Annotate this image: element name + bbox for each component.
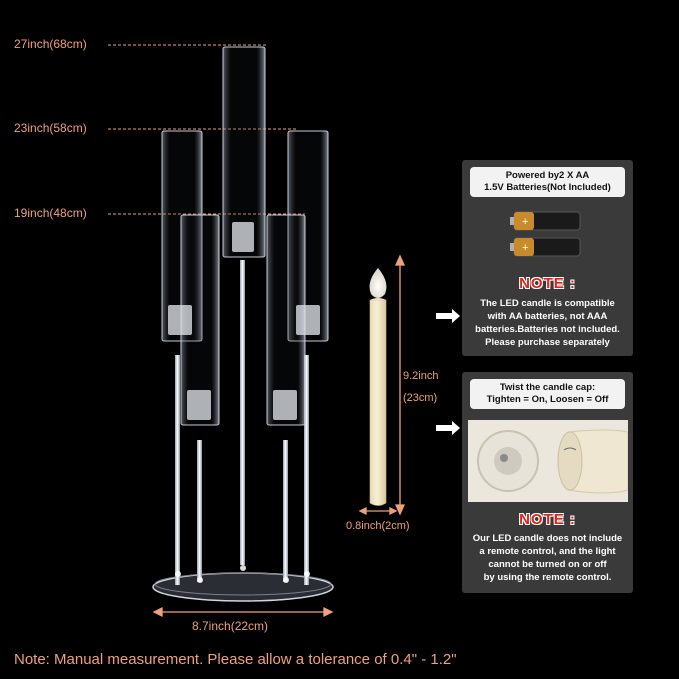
glass-holders (161, 46, 329, 426)
battery-info-panel: Powered by2 X AA 1.5V Batteries(Not Incl… (462, 160, 633, 356)
aa-battery-icon: + + (510, 211, 581, 257)
battery-title-line2: 1.5V Batteries(Not Included) (484, 182, 611, 193)
candle-width-arrow (358, 506, 398, 516)
candle-height-cm: (23cm) (403, 392, 438, 404)
base-width-arrow (152, 606, 334, 618)
candle-flame (369, 268, 387, 298)
led-candle (369, 268, 387, 506)
candle-height-arrow (394, 254, 406, 516)
height-label-27: 27inch(68cm) (14, 37, 87, 51)
base-width-label: 8.7inch(22cm) (192, 619, 269, 633)
height-label-23: 23inch(58cm) (14, 121, 87, 135)
candle-body-icon (557, 431, 583, 491)
candle-height-inch: 9.2inch (403, 370, 439, 382)
candle-cap-photos (468, 420, 628, 502)
twist-title-line1: Twist the candle cap: (499, 382, 596, 393)
height-guide-lines (108, 44, 305, 215)
glass-tube-center (222, 46, 266, 258)
battery-title-pill: Powered by2 X AA 1.5V Batteries(Not Incl… (470, 167, 625, 197)
battery-title-line1: Powered by2 X AA (505, 170, 590, 181)
battery-note-heading: NOTE : (519, 275, 576, 292)
twist-title-line2: Tighten = On, Loosen = Off (486, 394, 609, 405)
candle-width-label: 0.8inch(2cm) (346, 520, 410, 532)
battery-note-text: The LED candle is compatible with AA bat… (475, 298, 620, 348)
tolerance-footnote: Note: Manual measurement. Please allow a… (14, 651, 457, 668)
twist-cap-panel: Twist the candle cap: Tighten = On, Loos… (462, 372, 633, 593)
panel-pointers (436, 309, 460, 435)
twist-title-pill: Twist the candle cap: Tighten = On, Loos… (470, 379, 625, 409)
remote-note-heading: NOTE : (519, 511, 576, 528)
svg-text:+: + (522, 242, 528, 254)
height-label-19: 19inch(48cm) (14, 206, 87, 220)
svg-text:+: + (522, 216, 528, 228)
remote-note-text: Our LED candle does not include a remote… (472, 533, 623, 583)
support-rods (175, 260, 309, 585)
